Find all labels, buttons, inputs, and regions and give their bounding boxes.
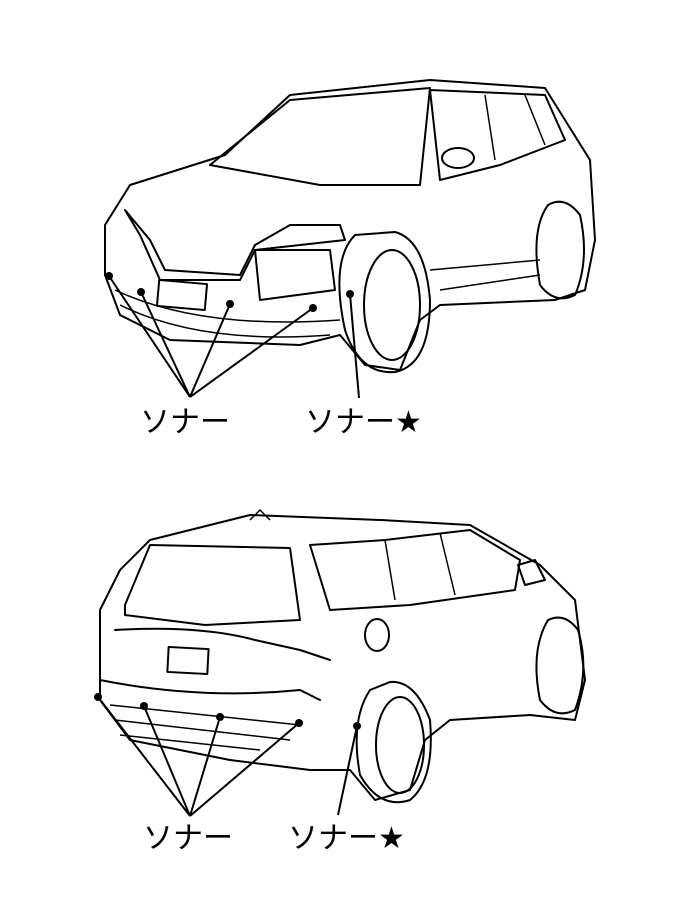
rear-leader-lines <box>97 696 300 817</box>
front-sonar-point <box>309 304 317 312</box>
front-sonar-point <box>137 288 145 296</box>
rear-sonar-label: ソナー <box>143 821 233 856</box>
rear-sonar-star-label: ソナー★ <box>288 821 405 856</box>
rear-sonar-point <box>94 693 102 701</box>
front-sonar-star-label: ソナー★ <box>305 405 422 440</box>
rear-sonar-point <box>140 702 148 710</box>
rear-sonar-star-point <box>353 722 361 730</box>
front-sonar-star-point <box>346 290 354 298</box>
rear-sonar-point <box>295 719 303 727</box>
front-sonar-point <box>105 272 113 280</box>
front-leader-lines <box>108 275 314 398</box>
rear-star-leader-line <box>337 725 358 816</box>
rear-car-illustration <box>99 508 586 804</box>
front-sonar-leaders <box>105 272 360 399</box>
front-sonar-point <box>226 300 234 308</box>
rear-sonar-leaders <box>94 693 361 817</box>
front-sonar-label: ソナー <box>140 405 230 440</box>
rear-sonar-point <box>216 713 224 721</box>
front-star-leader-line <box>349 293 360 399</box>
front-car-illustration <box>104 79 596 374</box>
